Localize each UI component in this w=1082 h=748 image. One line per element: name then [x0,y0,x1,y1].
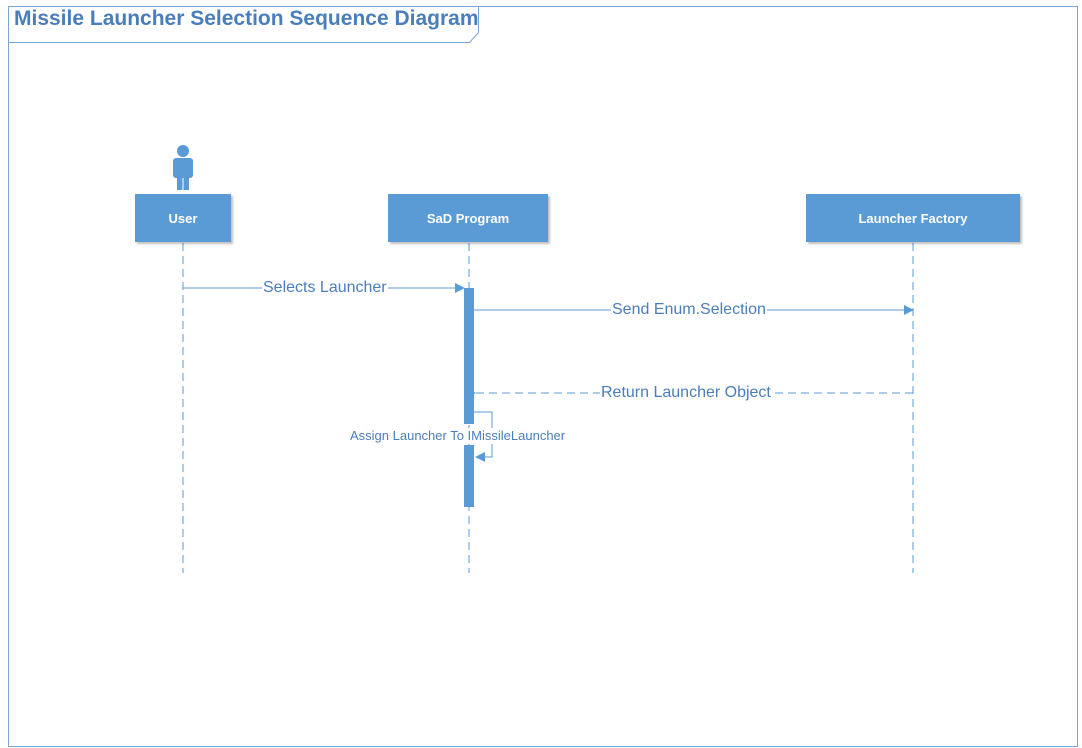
activation-bar-self [464,445,474,507]
lifeline-label: User [168,210,198,226]
lifeline-header-user[interactable]: User [135,194,231,242]
title-tab [8,6,479,43]
person-icon [173,145,193,190]
activation-bar-main [464,288,474,424]
lifeline-label: SaD Program [426,210,510,226]
diagram-title: Missile Launcher Selection Sequence Diag… [14,7,479,30]
message-label-send-enum[interactable]: Send Enum.Selection [611,301,767,319]
diagram-frame [8,6,1078,747]
lifeline-header-launcher-factory[interactable]: Launcher Factory [806,194,1020,242]
lifeline-header-sad-program[interactable]: SaD Program [388,194,548,242]
message-label-return-launcher[interactable]: Return Launcher Object [600,384,772,402]
self-message-label[interactable]: Assign Launcher To IMissileLauncher [350,428,566,444]
lifeline-label: Launcher Factory [858,210,968,226]
message-label-selects-launcher[interactable]: Selects Launcher [262,279,388,297]
